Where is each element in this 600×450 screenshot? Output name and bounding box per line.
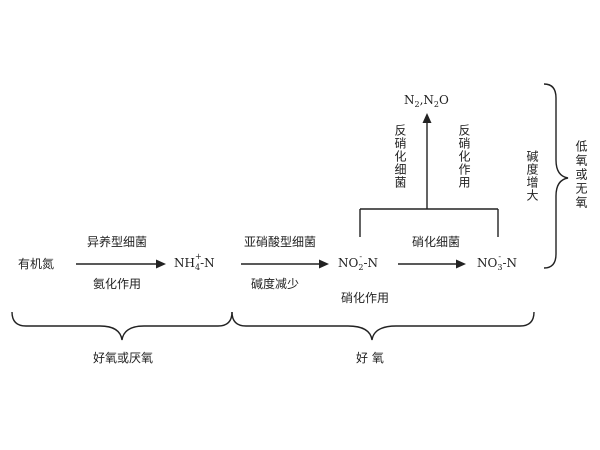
low-oxygen-label: 低氧或无氧 [574,140,588,210]
nitrate-suffix: -N [502,256,517,270]
n2o-symbol-n: N [423,93,434,107]
ammonifying-bacteria-label: 异养型细菌 [87,235,148,249]
ammonium-superscript: + [194,252,202,261]
arrowhead-nitratation [456,259,466,269]
arrowhead-denitrification [422,113,432,123]
ammonium-symbol: NH [174,256,195,270]
arrowhead-ammonification [156,259,166,269]
brace-low-oxygen [543,83,569,269]
aerobic-label: 好 氧 [356,351,384,365]
nitrite-symbol: NO [338,256,359,270]
nitrite-bacteria-label: 亚硝酸型细菌 [244,235,317,249]
brace-aerobic [231,311,535,341]
ammonification-label: 氨化作用 [93,277,142,291]
denitrification-label: 反硝化作用 [457,124,471,189]
alkalinity-increase-label: 碱度增大 [525,150,539,202]
organic-nitrogen-label: 有机氮 [18,257,55,271]
ammonium-label: NH+4-N [174,253,215,272]
ammonium-subscript: 4 [194,263,201,272]
nitrite-label: NO- 2-N [338,253,378,272]
aerobic-or-anaerobic-label: 好氧或厌氧 [93,351,154,365]
nitrate-subscript: 3 [497,263,503,272]
n2o-symbol-o: O [439,93,449,107]
denitrifying-bacteria-label: 反硝化细菌 [393,124,407,189]
n2-symbol: N [404,93,415,107]
brace-aerobic-or-anaerobic [11,311,233,341]
n2o-subscript: 2 [433,100,440,109]
nitrite-superscript: - [359,252,363,261]
nitrate-symbol: NO [477,256,498,270]
alkalinity-decrease-label: 碱度减少 [251,277,300,291]
nitrite-suffix: -N [363,256,378,270]
gaseous-nitrogen-label: N2,N2O [404,93,449,109]
nitrification-label: 硝化作用 [341,291,390,305]
n2-subscript: 2 [414,100,420,109]
nitrifying-bacteria-label: 硝化细菌 [412,235,461,249]
nitrate-superscript: - [498,252,502,261]
arrowhead-nitritation [319,259,329,269]
nitrate-label: NO- 3-N [477,253,517,272]
ammonium-suffix: -N [200,256,215,270]
n2-separator: , [419,93,424,107]
nitrite-subscript: 2 [358,263,364,272]
